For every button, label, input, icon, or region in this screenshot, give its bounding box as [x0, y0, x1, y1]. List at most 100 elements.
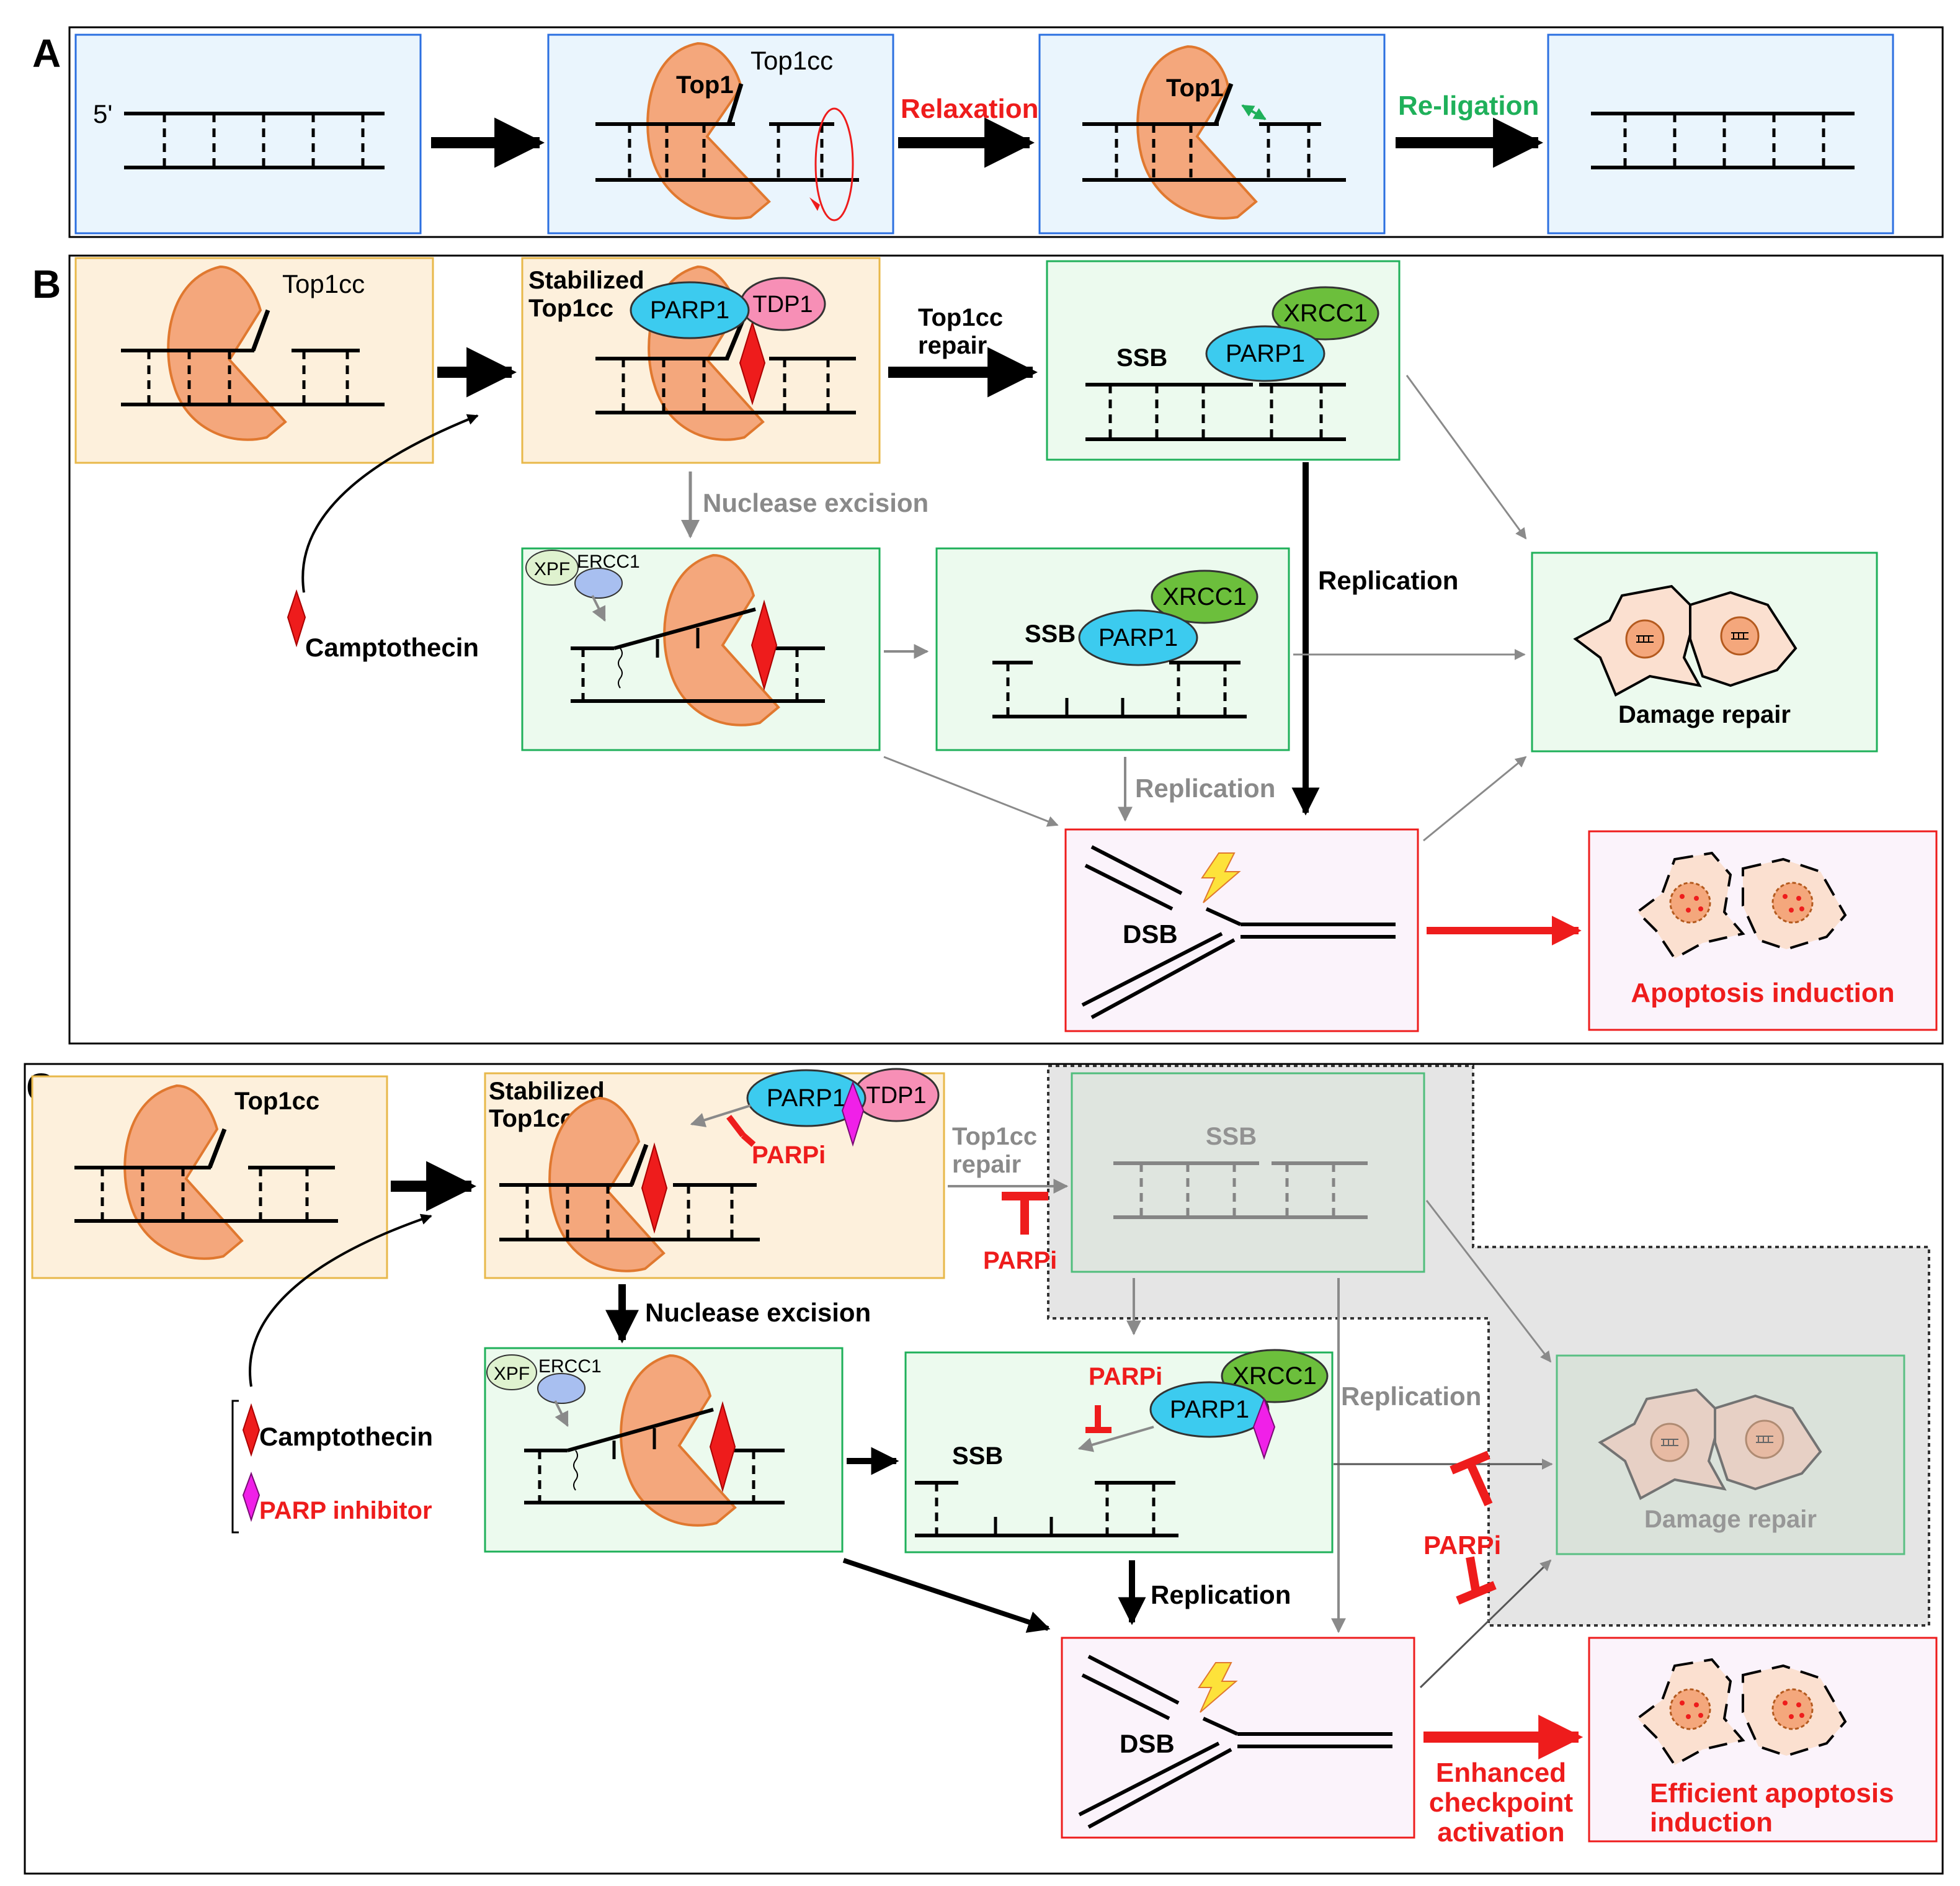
- ercc1-label: ERCC1: [577, 552, 640, 572]
- panel-b: B Top1cc Stabilized Top1cc: [32, 254, 1944, 1045]
- five-prime-label: 5': [93, 99, 112, 128]
- ssb-label: SSB: [1206, 1123, 1257, 1150]
- ercc1-protein: [574, 568, 623, 599]
- parp1-protein: [1078, 609, 1198, 666]
- camptothecin-drug-icon: [709, 1401, 736, 1493]
- panel-a: A 5': [32, 26, 1944, 238]
- dsb-box-c: DSB: [1061, 1637, 1415, 1839]
- xpf-label: XPF: [494, 1364, 530, 1384]
- dna-duplex: [915, 1481, 1178, 1537]
- panel-c: C Top1cc Stabilized Top1c: [24, 1063, 1944, 1875]
- ercc1-protein: [537, 1373, 586, 1404]
- nuclease-excision-box-b: XPF ERCC1: [521, 547, 881, 751]
- ssb-label: SSB: [1116, 344, 1167, 372]
- top1cc-repair-label-line2: repair: [952, 1151, 1021, 1178]
- stabilized-top1cc-box-c: Stabilized Top1cc TDP1 PARP1: [484, 1068, 945, 1279]
- checkpoint-label-line3: activation: [1437, 1817, 1564, 1848]
- parpi-label: PARPi: [1089, 1363, 1162, 1390]
- dna-duplex: [1085, 383, 1346, 441]
- stabilized-label-line1: Stabilized: [528, 267, 644, 294]
- panel-a-step2-box: Top1 Top1cc: [547, 34, 894, 235]
- camptothecin-curve-arrow: [301, 414, 479, 593]
- camptothecin-drug-icon: [287, 589, 306, 648]
- parp1-protein: [1205, 325, 1325, 382]
- top1cc-repair-label-line1: Top1cc: [918, 304, 1003, 331]
- top1cc-label: Top1cc: [282, 269, 365, 298]
- xpf-protein: [486, 1354, 537, 1390]
- checkpoint-label-line1: Enhanced: [1436, 1758, 1566, 1788]
- parp1-label: PARP1: [650, 297, 729, 324]
- ssb-box-b-middle: XRCC1 PARP1 SSB: [935, 547, 1290, 751]
- panel-a-step4-box: [1547, 34, 1894, 235]
- tdp1-label: TDP1: [752, 292, 813, 318]
- parpi-label: PARPi: [752, 1142, 826, 1169]
- ssb-box-c-top: SSB: [1071, 1072, 1425, 1273]
- dna-duplex: [992, 661, 1247, 718]
- parpi-inhibition-mark: [1450, 1450, 1490, 1475]
- parp1-label: PARP1: [1226, 340, 1305, 367]
- parp1-label: PARP1: [1170, 1396, 1249, 1423]
- ercc1-label: ERCC1: [538, 1356, 602, 1377]
- top1cc-box: Top1cc: [74, 257, 434, 464]
- replication-gray-label: Replication: [1341, 1382, 1481, 1411]
- parp-inhibitor-drug-icon: [242, 1472, 261, 1522]
- parp1-label: PARP1: [767, 1084, 846, 1112]
- xrcc1-protein: [1151, 570, 1258, 624]
- dna-duplex: [499, 1183, 760, 1241]
- ssb-label: SSB: [952, 1442, 1003, 1470]
- panel-letter-a: A: [32, 31, 61, 76]
- parpi-label: PARPi: [983, 1247, 1057, 1274]
- relaxation-label: Relaxation: [901, 94, 1039, 124]
- parp1-protein: [630, 281, 750, 339]
- xrcc1-label: XRCC1: [1162, 583, 1247, 610]
- xrcc1-label: XRCC1: [1232, 1362, 1317, 1390]
- parpi-label: PARPi: [1423, 1531, 1501, 1560]
- dsb-label: DSB: [1120, 1729, 1175, 1758]
- nuclease-excision-box-c: XPF ERCC1: [484, 1347, 844, 1553]
- apoptosis-label-line2: induction: [1650, 1807, 1773, 1838]
- top1cc-label: Top1cc: [751, 46, 833, 75]
- camptothecin-label: Camptothecin: [259, 1422, 433, 1451]
- parp-inhibitor-icon: [1252, 1397, 1276, 1460]
- parp1-protein: [746, 1069, 866, 1127]
- top1cc-label: Top1cc: [234, 1088, 319, 1115]
- dna-duplex: [121, 349, 385, 406]
- tdp1-label: TDP1: [866, 1083, 926, 1109]
- top1cc-box-c: Top1cc: [31, 1075, 388, 1279]
- top1-label: Top1: [676, 71, 734, 99]
- parp-inhibitor-icon: [841, 1081, 865, 1147]
- top1-enzyme: [167, 265, 287, 441]
- dna-duplex: [1113, 1161, 1368, 1219]
- replication-gray-label: Replication: [1135, 774, 1275, 803]
- parp-inhibitor-label: PARP inhibitor: [259, 1497, 432, 1524]
- top1cc-repair-label-line1: Top1cc: [952, 1123, 1037, 1150]
- xpf-protein: [525, 550, 579, 586]
- xpf-label: XPF: [534, 559, 570, 579]
- stabilized-label-line2: Top1cc: [528, 295, 613, 322]
- ssb-label: SSB: [1025, 620, 1076, 648]
- top1-enzyme: [663, 553, 780, 726]
- green-double-arrow: [1241, 104, 1267, 120]
- apoptosis-label-line1: Efficient apoptosis: [1650, 1778, 1894, 1808]
- arrow-c4-dsb: [842, 1558, 1051, 1633]
- religation-label: Re-ligation: [1398, 91, 1539, 121]
- damage-repair-label: Damage repair: [1644, 1506, 1817, 1533]
- nuclease-excision-label: Nuclease excision: [645, 1298, 871, 1327]
- top1cc-repair-label-line2: repair: [918, 332, 987, 359]
- damage-repair-box-b: Damage repair: [1531, 552, 1878, 753]
- lightning-icon: [1201, 852, 1241, 903]
- dna-duplex: [1591, 112, 1855, 169]
- dna-duplex: [595, 357, 856, 414]
- apoptosis-box-b: Apoptosis induction: [1588, 830, 1938, 1031]
- top1-label: Top1: [1166, 74, 1224, 102]
- damage-repair-box-c: Damage repair: [1556, 1354, 1905, 1555]
- panel-a-step1-box: 5': [74, 34, 422, 235]
- xrcc1-label: XRCC1: [1283, 300, 1368, 327]
- dna-duplex: [595, 122, 859, 182]
- rotation-icon: [814, 107, 854, 221]
- camptothecin-drug-icon: [739, 320, 766, 406]
- lightning-icon: [1198, 1662, 1238, 1713]
- panel-letter-b: B: [32, 262, 61, 306]
- stabilized-label-line2: Top1cc: [489, 1105, 574, 1132]
